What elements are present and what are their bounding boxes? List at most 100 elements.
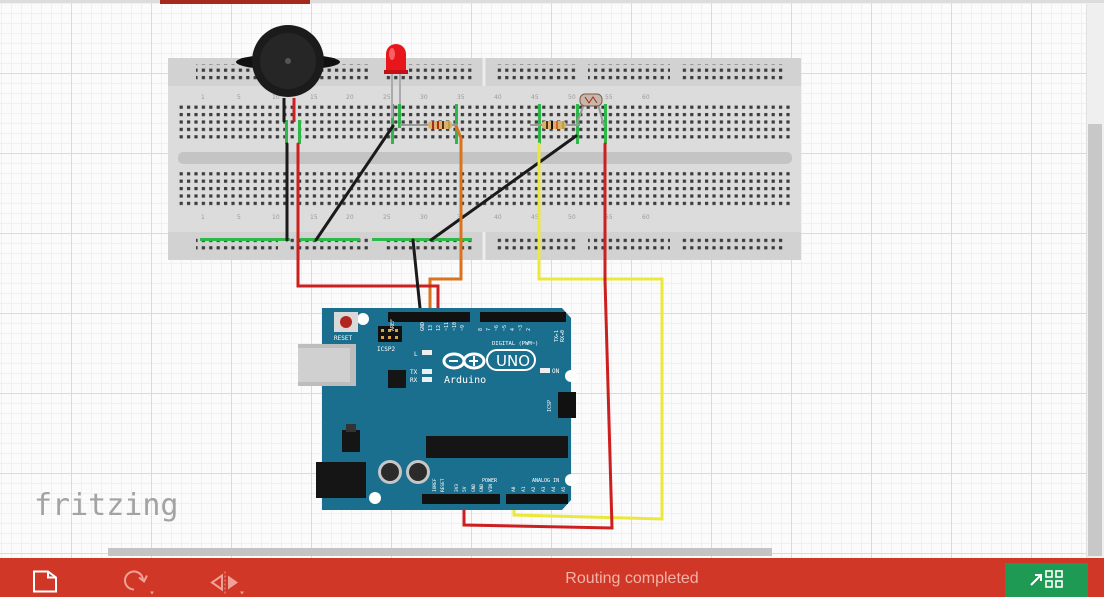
breadboard-wires[interactable] <box>285 124 664 530</box>
column-number: 10 <box>272 94 280 101</box>
power-label: POWER <box>482 478 498 484</box>
piezo-buzzer[interactable] <box>236 25 340 122</box>
model-label: UNO <box>496 352 530 370</box>
arduino-uno-board[interactable]: RESET ICSP2 AREF GND 13 12 ~11 ~10 ~9 8 … <box>298 308 577 510</box>
file-icon[interactable] <box>30 562 60 601</box>
breadboard-scene: 1 5 10 15 20 25 30 35 40 45 50 55 60 1 5… <box>168 25 801 530</box>
pin-label: 12 <box>436 325 442 331</box>
column-number: 60 <box>642 94 650 101</box>
pin-label: 3V3 <box>454 484 460 492</box>
pin-label: RX◂0 <box>560 330 566 342</box>
rotate-icon[interactable] <box>114 562 160 601</box>
led-on-label: ON <box>552 368 560 375</box>
wire-black[interactable] <box>314 124 395 242</box>
pin-label: A4 <box>551 486 557 492</box>
wire-black[interactable] <box>429 134 578 242</box>
analog-header <box>506 494 568 504</box>
active-tab-indicator[interactable] <box>160 0 310 4</box>
mounting-hole <box>565 370 577 382</box>
pin-label: 4 <box>510 328 516 331</box>
pin-label: ~6 <box>494 325 500 331</box>
pin-label: AREF <box>390 319 396 331</box>
pin-label: ~11 <box>444 322 450 331</box>
breadboard[interactable]: 1 5 10 15 20 25 30 35 40 45 50 55 60 1 5… <box>168 58 801 260</box>
led-tx-label: TX <box>410 369 418 376</box>
horizontal-scrollbar-thumb[interactable] <box>108 548 772 556</box>
led-tx <box>422 369 432 374</box>
terminal-strip-top <box>176 104 792 142</box>
pin-label: 2 <box>526 328 532 331</box>
digital-label: DIGITAL (PWM~) <box>492 341 538 347</box>
pin-label: A5 <box>561 486 567 492</box>
mounting-hole <box>369 492 381 504</box>
wire-black[interactable] <box>411 238 423 320</box>
pin-label: 7 <box>486 328 492 331</box>
pin-label: ~5 <box>502 325 508 331</box>
column-number: 20 <box>346 214 354 221</box>
led-on <box>540 368 550 373</box>
column-number: 50 <box>568 214 576 221</box>
autoroute-button[interactable] <box>1005 563 1088 597</box>
pin-label: A1 <box>521 486 527 492</box>
fritzing-logo: fritzing <box>34 488 179 523</box>
resistor-220[interactable] <box>400 121 458 129</box>
vertical-scrollbar-thumb[interactable] <box>1088 124 1102 556</box>
wire-yellow[interactable] <box>512 142 664 521</box>
column-number: 40 <box>494 94 502 101</box>
pin-label: A2 <box>531 486 537 492</box>
column-number: 55 <box>605 94 613 101</box>
mounting-hole <box>357 313 369 325</box>
wire-red[interactable] <box>296 142 440 320</box>
pin-label: ~9 <box>460 325 466 331</box>
arduino-logo <box>442 349 536 371</box>
pin-label: 13 <box>428 325 434 331</box>
pin-label: A3 <box>541 486 547 492</box>
analog-label: ANALOG IN <box>532 478 559 484</box>
led-l <box>422 350 432 355</box>
pin-label: ~10 <box>452 322 458 331</box>
column-number: 55 <box>605 214 613 221</box>
column-number: 1 <box>201 94 205 101</box>
wire-red[interactable] <box>462 142 614 530</box>
wire-orange[interactable] <box>428 124 463 320</box>
column-number: 30 <box>420 214 428 221</box>
column-number: 15 <box>310 214 318 221</box>
pin-label: GND <box>479 484 485 492</box>
pin-label: RESET <box>440 478 446 492</box>
red-led[interactable] <box>384 44 408 118</box>
column-number: 35 <box>457 94 465 101</box>
routing-status: Routing completed <box>565 570 699 587</box>
pin-label: ~3 <box>518 325 524 331</box>
photoresistor[interactable] <box>575 93 605 127</box>
pin-label: VIN <box>488 484 494 492</box>
led-rx <box>422 377 432 382</box>
reset-label: RESET <box>334 335 352 342</box>
resistor-10k[interactable] <box>530 121 580 129</box>
mounting-hole <box>565 474 577 486</box>
icsp-header <box>558 392 576 418</box>
column-number: 25 <box>383 94 391 101</box>
digital-header-right <box>480 312 566 322</box>
column-number: 60 <box>642 214 650 221</box>
column-number: 5 <box>237 214 241 221</box>
autoroute-icon <box>1030 570 1063 588</box>
usb-chip <box>388 370 406 388</box>
pin-label: TX▸1 <box>554 330 560 342</box>
column-number: 50 <box>568 94 576 101</box>
brand-label: Arduino <box>444 375 486 386</box>
flip-icon[interactable] <box>204 562 250 601</box>
column-number: 10 <box>272 214 280 221</box>
digital-header-left <box>388 312 470 322</box>
pin-label: GND <box>420 322 426 331</box>
column-number: 15 <box>310 94 318 101</box>
center-channel <box>178 152 792 164</box>
atmega-chip <box>426 436 568 458</box>
column-number: 25 <box>383 214 391 221</box>
pin-label: 5V <box>462 486 468 492</box>
column-number: 40 <box>494 214 502 221</box>
column-number: 5 <box>237 94 241 101</box>
icsp-label: ICSP <box>547 400 553 412</box>
icsp2-label: ICSP2 <box>377 346 395 353</box>
bottom-toolbar <box>0 558 1104 597</box>
column-number: 20 <box>346 94 354 101</box>
